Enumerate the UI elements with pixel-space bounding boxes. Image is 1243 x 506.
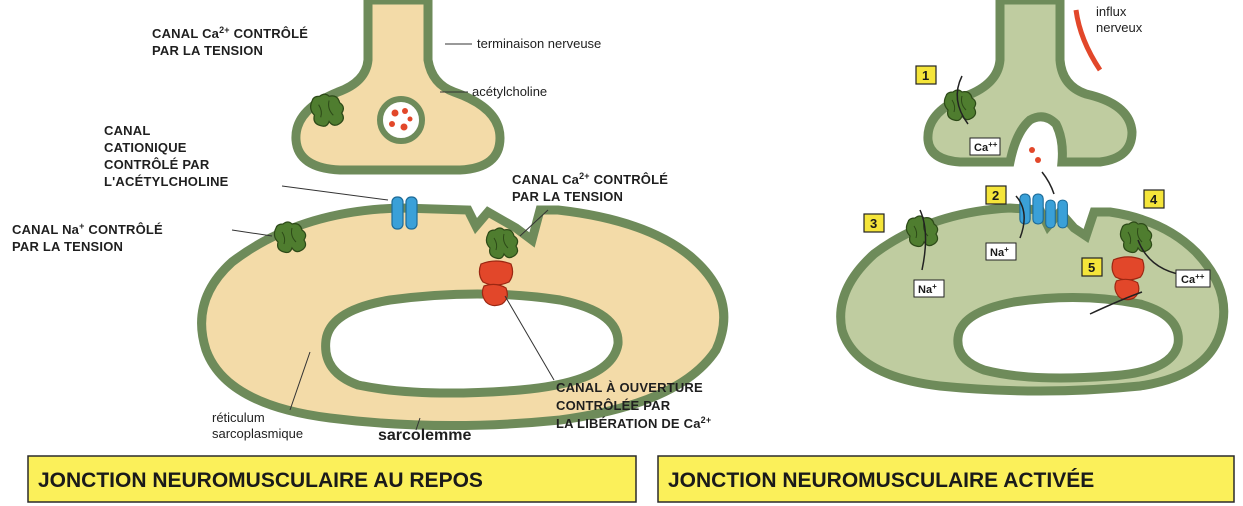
active-ca-channel-sarcolemma-icon <box>1120 222 1151 253</box>
step-badge-5: 5 <box>1082 258 1102 276</box>
ca-channel-sarcolemma-icon <box>486 228 517 259</box>
cationic-channel-label-1: CANAL <box>104 123 151 138</box>
svg-text:5: 5 <box>1088 260 1095 275</box>
svg-text:4: 4 <box>1150 192 1158 207</box>
active-panel: influx nerveux 1 2 3 <box>658 0 1234 502</box>
influx-arrow-icon <box>1076 10 1100 70</box>
influx-label-2: nerveux <box>1096 20 1143 35</box>
influx-label-1: influx <box>1096 4 1127 19</box>
step-badge-2: 2 <box>986 186 1006 204</box>
acetylcholine-vesicle <box>380 99 422 141</box>
active-na-channel-icon <box>906 216 937 247</box>
ca-channel-top-label: CANAL Ca2+ CONTRÔLÉ <box>152 25 308 41</box>
svg-text:3: 3 <box>870 216 877 231</box>
na-channel-label-line2: PAR LA TENSION <box>12 239 123 254</box>
ca-channel-right-label: CANAL Ca2+ CONTRÔLÉ <box>512 171 668 187</box>
sarcolemme-label: sarcolemme <box>378 427 471 444</box>
active-banner-text: JONCTION NEUROMUSCULAIRE ACTIVÉE <box>668 469 1094 492</box>
acetylcholine-label: acétylcholine <box>472 84 547 99</box>
step-badge-3: 3 <box>864 214 884 232</box>
active-ca-channel-terminal-icon <box>944 90 975 121</box>
cationic-channel-label-3: CONTRÔLÉ PAR <box>104 157 210 172</box>
svg-text:2: 2 <box>992 188 999 203</box>
ion-box-ca-terminal: Ca++ <box>970 138 1000 155</box>
ion-box-na-mid: Na+ <box>986 243 1016 260</box>
ca-channel-top-label-line2: PAR LA TENSION <box>152 43 263 58</box>
na-channel-label: CANAL Na+ CONTRÔLÉ <box>12 221 163 237</box>
ca-channel-right-label-line2: PAR LA TENSION <box>512 189 623 204</box>
step-badge-4: 4 <box>1144 190 1164 208</box>
ion-box-na-left: Na+ <box>914 280 944 297</box>
release-channel-label-1: CANAL À OUVERTURE <box>556 380 703 395</box>
cationic-channel-label-2: CATIONIQUE <box>104 140 187 155</box>
step-badge-1: 1 <box>916 66 936 84</box>
ion-box-ca-right: Ca++ <box>1176 270 1210 287</box>
active-banner: JONCTION NEUROMUSCULAIRE ACTIVÉE <box>658 456 1234 502</box>
nerve-terminal <box>296 0 500 170</box>
release-channel-label-2: CONTRÔLÉE PAR <box>556 398 671 413</box>
rest-banner-text: JONCTION NEUROMUSCULAIRE AU REPOS <box>38 469 483 492</box>
reticulum-label-1: réticulum <box>212 410 265 425</box>
ca-channel-terminal-icon <box>311 94 344 126</box>
rest-panel: CANAL Ca2+ CONTRÔLÉ PAR LA TENSION termi… <box>12 0 724 502</box>
cationic-channel-label-4: L'ACÉTYLCHOLINE <box>104 174 229 189</box>
active-muscle-fiber <box>841 208 1224 391</box>
terminaison-label: terminaison nerveuse <box>477 36 601 51</box>
na-channel-icon <box>274 222 305 253</box>
rest-banner: JONCTION NEUROMUSCULAIRE AU REPOS <box>28 456 636 502</box>
reticulum-label-2: sarcoplasmique <box>212 426 303 441</box>
svg-text:1: 1 <box>922 68 929 83</box>
release-channel-label-3: LA LIBÉRATION DE Ca2+ <box>556 415 711 431</box>
